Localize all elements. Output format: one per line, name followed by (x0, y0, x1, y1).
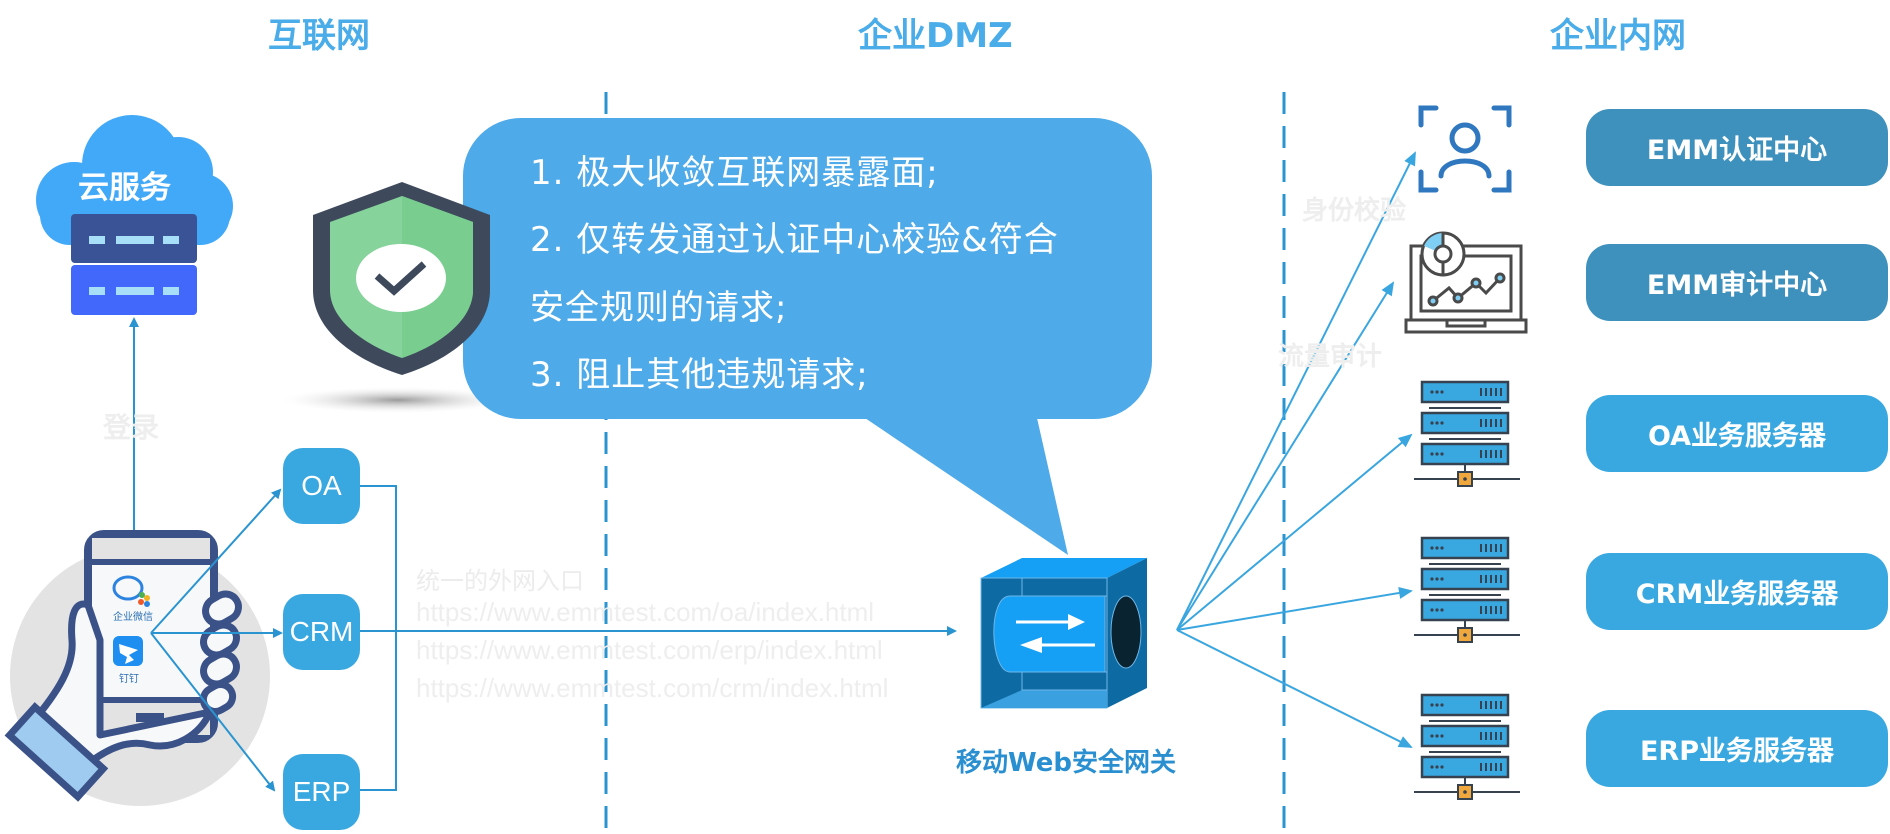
identity-check-label: 身份校验 (1302, 196, 1407, 226)
gateway-label: 移动Web安全网关 (956, 748, 1176, 778)
wecom-label: 企业微信 (113, 612, 153, 623)
gateway-to-oa-server-arrow (1176, 433, 1413, 631)
audit-dashboard-icon (1404, 231, 1528, 334)
cloud-server-icon (71, 214, 197, 315)
entry-url-oa[interactable]: https://www.emmtest.com/oa/index.html (416, 597, 875, 627)
server-unit (1420, 411, 1510, 435)
server-unit (1420, 693, 1510, 717)
server-unit (1420, 380, 1510, 404)
server-rack-icon (1414, 536, 1520, 643)
login-label: 登录 (103, 411, 160, 444)
gateway-to-erp-server-arrow (1176, 629, 1413, 748)
speech-bubble (463, 118, 1152, 555)
shield-shadow (283, 387, 513, 413)
app-oa-button[interactable]: OA (283, 448, 360, 524)
traffic-audit-label: 流量审计 (1278, 342, 1383, 372)
crm-server-box[interactable]: CRM业务服务器 (1586, 553, 1888, 630)
bubble-line-1: 1. 极大收敛互联网暴露面; (530, 153, 939, 193)
dingtalk-label: 钉钉 (119, 674, 139, 685)
dingtalk-icon (113, 636, 143, 666)
hand-phone-icon (4, 530, 242, 802)
entry-url-erp[interactable]: https://www.emmtest.com/erp/index.html (416, 635, 883, 665)
cloud-service-label: 云服务 (78, 170, 171, 206)
bubble-line-4: 3. 阻止其他违规请求; (530, 355, 869, 395)
shield-check-icon (313, 182, 490, 375)
phone-to-oa-arrow (150, 488, 282, 634)
oa-server-box[interactable]: OA业务服务器 (1586, 395, 1888, 472)
gateway-to-crm-server-arrow (1176, 587, 1413, 631)
apps-bracket (360, 485, 397, 791)
app-erp-button[interactable]: ERP (283, 754, 360, 830)
app-crm-button[interactable]: CRM (283, 594, 360, 670)
user-scan-icon (1418, 105, 1512, 193)
entry-url-crm[interactable]: https://www.emmtest.com/crm/index.html (416, 673, 889, 703)
gateway-device-icon (980, 558, 1147, 709)
entry-title: 统一的外网入口 (416, 567, 584, 595)
wecom-icon (112, 575, 150, 607)
server-unit (1420, 567, 1510, 591)
bubble-line-2: 2. 仅转发通过认证中心校验&符合 (530, 220, 1059, 260)
bubble-line-3: 安全规则的请求; (530, 288, 788, 328)
phone-to-erp-arrow (150, 632, 276, 792)
server-unit (1420, 536, 1510, 560)
gateway-to-audit-arrow (1176, 281, 1395, 631)
server-unit (1420, 724, 1510, 748)
emm-auth-center-box[interactable]: EMM认证中心 (1586, 109, 1888, 186)
zone-title-internet: 互联网 (268, 16, 370, 56)
server-rack-icon (1414, 380, 1520, 487)
emm-audit-center-box[interactable]: EMM审计中心 (1586, 244, 1888, 321)
zone-title-dmz: 企业DMZ (858, 16, 1013, 56)
zone-title-intranet: 企业内网 (1550, 16, 1686, 56)
erp-server-box[interactable]: ERP业务服务器 (1586, 710, 1888, 787)
gateway-to-auth-arrow (1176, 151, 1416, 631)
server-rack-icon (1414, 693, 1520, 800)
